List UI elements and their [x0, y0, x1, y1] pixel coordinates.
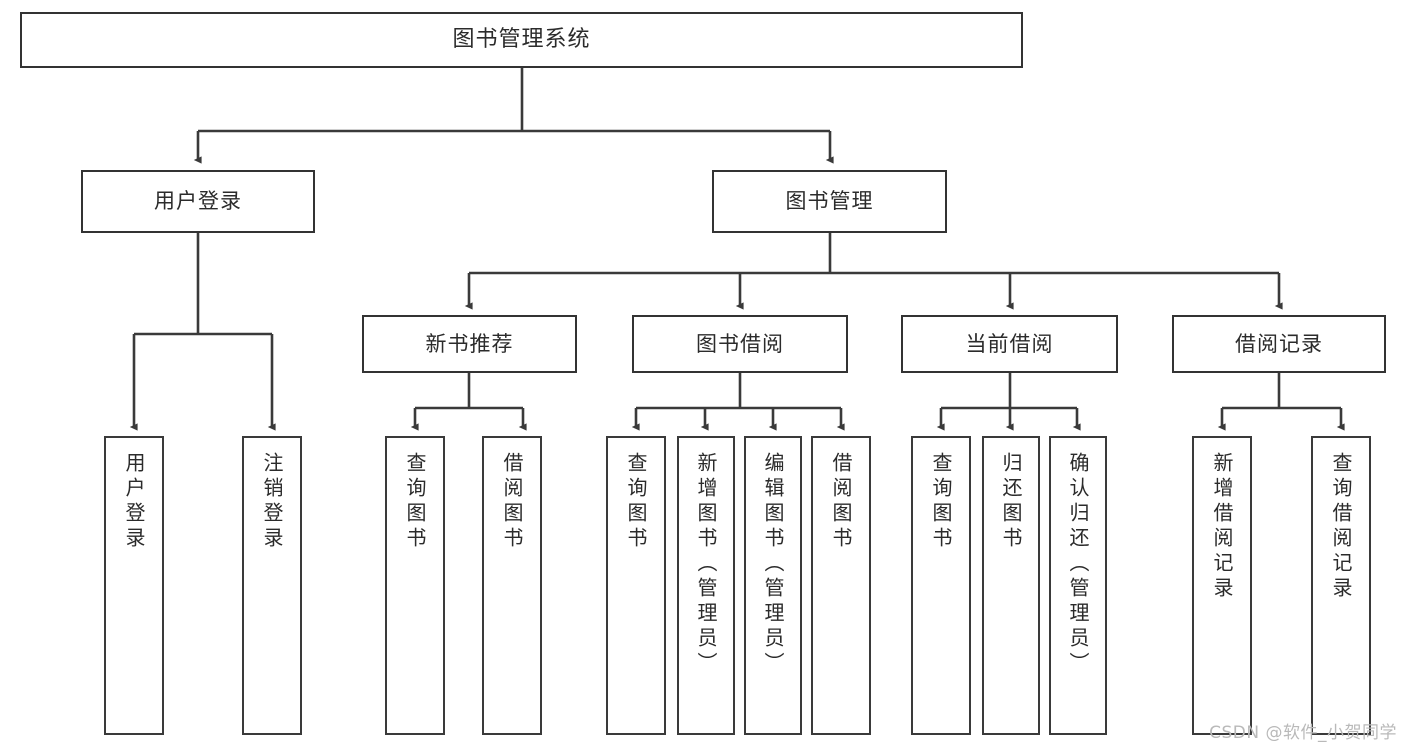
- leaf-record-query-borrow-record[interactable]: 查询借阅记录: [1311, 436, 1371, 735]
- leaf-borrow-query-book[interactable]: 查询图书: [606, 436, 666, 735]
- node-label: 借阅图书: [829, 452, 853, 552]
- node-book-management[interactable]: 图书管理: [712, 170, 947, 233]
- node-label: 归还图书: [999, 452, 1023, 552]
- leaf-recommend-borrow-book[interactable]: 借阅图书: [482, 436, 542, 735]
- leaf-current-return-book[interactable]: 归还图书: [982, 436, 1040, 735]
- node-label: 新增借阅记录: [1210, 452, 1234, 602]
- leaf-user-login-signin[interactable]: 用户登录: [104, 436, 164, 735]
- node-label: 新增图书（管理员）: [694, 452, 718, 677]
- node-label: 注销登录: [260, 452, 284, 552]
- node-label: 图书管理: [785, 189, 874, 214]
- node-label: 查询图书: [624, 452, 648, 552]
- node-label: 查询图书: [929, 452, 953, 552]
- node-user-login[interactable]: 用户登录: [81, 170, 315, 233]
- node-label: 借阅记录: [1235, 331, 1323, 356]
- node-label: 当前借阅: [965, 331, 1054, 356]
- leaf-current-query-book[interactable]: 查询图书: [911, 436, 971, 735]
- leaf-borrow-borrow-book[interactable]: 借阅图书: [811, 436, 871, 735]
- leaf-borrow-add-book-admin[interactable]: 新增图书（管理员）: [677, 436, 735, 735]
- node-label: 用户登录: [122, 452, 146, 552]
- node-label: 查询图书: [403, 452, 427, 552]
- node-borrow-record[interactable]: 借阅记录: [1172, 315, 1386, 373]
- node-label: 新书推荐: [425, 331, 514, 356]
- leaf-user-login-signout[interactable]: 注销登录: [242, 436, 302, 735]
- leaf-recommend-query-book[interactable]: 查询图书: [385, 436, 445, 735]
- node-label: 查询借阅记录: [1329, 452, 1353, 602]
- node-current-borrow[interactable]: 当前借阅: [901, 315, 1118, 373]
- node-root-book-management-system[interactable]: 图书管理系统: [20, 12, 1023, 68]
- leaf-borrow-edit-book-admin[interactable]: 编辑图书（管理员）: [744, 436, 802, 735]
- node-label: 图书借阅: [696, 331, 784, 356]
- node-label: 编辑图书（管理员）: [761, 452, 785, 677]
- node-label: 用户登录: [154, 189, 242, 214]
- node-label: 确认归还（管理员）: [1066, 452, 1090, 677]
- watermark: CSDN @软件_小贺同学: [1209, 723, 1397, 743]
- leaf-current-confirm-return-admin[interactable]: 确认归还（管理员）: [1049, 436, 1107, 735]
- node-label: 图书管理系统: [452, 27, 591, 53]
- node-label: 借阅图书: [500, 452, 524, 552]
- node-new-book-recommend[interactable]: 新书推荐: [362, 315, 577, 373]
- leaf-record-add-borrow-record[interactable]: 新增借阅记录: [1192, 436, 1252, 735]
- node-book-borrow[interactable]: 图书借阅: [632, 315, 848, 373]
